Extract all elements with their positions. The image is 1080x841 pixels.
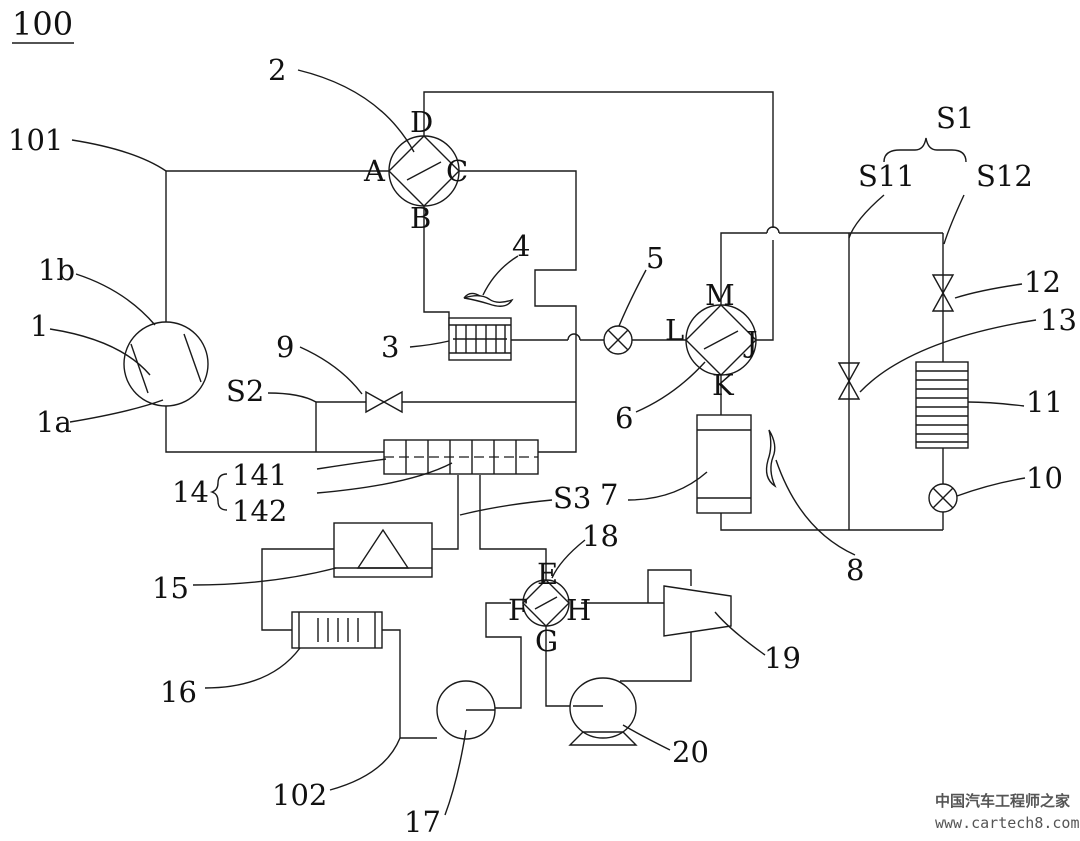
label-3: 3 [381, 330, 399, 364]
label-141: 141 [232, 458, 287, 492]
port-a: A [363, 154, 386, 188]
valve-13 [837, 362, 861, 400]
port-d: D [410, 105, 433, 139]
four-way-valve-6 [685, 304, 757, 376]
valve-12 [931, 274, 955, 312]
label-s11: S11 [858, 159, 915, 193]
port-g: G [535, 624, 558, 658]
watermark-cn: 中国汽车工程师之家 [935, 792, 1070, 810]
port-f: F [508, 593, 528, 627]
fan-4 [463, 292, 514, 307]
pump-17 [436, 680, 496, 740]
port-h: H [566, 593, 591, 627]
leader-lines [49, 69, 1037, 816]
label-15: 15 [152, 571, 189, 605]
label-14: 14 [172, 475, 209, 509]
label-1: 1 [30, 309, 48, 343]
label-2: 2 [268, 53, 286, 87]
heat-exchanger-3 [448, 317, 512, 361]
port-e: E [537, 557, 558, 591]
expansion-valve-10 [928, 483, 958, 513]
heat-exchanger-7 [696, 414, 752, 514]
label-8: 8 [846, 553, 864, 587]
pump-20 [568, 677, 638, 746]
port-k: K [712, 368, 735, 402]
chiller-14 [383, 439, 539, 475]
heat-exchanger-11 [915, 361, 969, 449]
port-j: J [743, 325, 758, 359]
label-102: 102 [272, 778, 327, 812]
four-way-valve-18 [522, 579, 570, 627]
label-17: 17 [404, 805, 441, 839]
label-11: 11 [1026, 385, 1063, 419]
label-9: 9 [276, 330, 294, 364]
coolant-lines [261, 475, 692, 739]
fan-8 [765, 429, 777, 488]
component-19 [663, 585, 732, 637]
label-10: 10 [1026, 461, 1063, 495]
label-19: 19 [764, 641, 801, 675]
watermark: 中国汽车工程师之家 www.cartech8.com [935, 792, 1080, 832]
compressor-1 [123, 321, 209, 407]
label-16: 16 [160, 675, 197, 709]
label-s2: S2 [226, 374, 264, 408]
watermark-url: www.cartech8.com [935, 814, 1080, 832]
four-way-valve-2 [388, 135, 460, 207]
label-14-brace [209, 473, 228, 511]
label-12: 12 [1024, 265, 1061, 299]
label-5: 5 [646, 241, 664, 275]
label-s1: S1 [936, 101, 974, 135]
label-7: 7 [600, 478, 618, 512]
s1-brace [883, 137, 967, 163]
port-c: C [446, 154, 468, 188]
label-s3: S3 [553, 481, 591, 515]
label-142: 142 [232, 494, 287, 528]
radiator-16 [291, 611, 383, 649]
port-l: L [665, 313, 684, 347]
port-labels: D A C B M L J K E F H G [363, 105, 758, 658]
refrigerant-lines [165, 91, 944, 531]
label-6: 6 [615, 401, 633, 435]
label-s12: S12 [976, 159, 1033, 193]
stop-valve-9 [365, 390, 403, 414]
expansion-valve-5 [603, 325, 633, 355]
port-b: B [410, 201, 431, 235]
label-101: 101 [8, 123, 63, 157]
component-labels: 101 1b 1 1a 2 4 3 5 6 7 8 9 S2 10 11 12 … [8, 53, 1077, 839]
label-1b: 1b [38, 253, 75, 287]
label-18: 18 [582, 519, 619, 553]
component-15 [333, 522, 433, 578]
label-1a: 1a [36, 405, 72, 439]
figure-number: 100 [12, 5, 73, 43]
port-m: M [705, 278, 735, 312]
label-13: 13 [1040, 303, 1077, 337]
label-4: 4 [512, 229, 530, 263]
label-20: 20 [672, 735, 709, 769]
